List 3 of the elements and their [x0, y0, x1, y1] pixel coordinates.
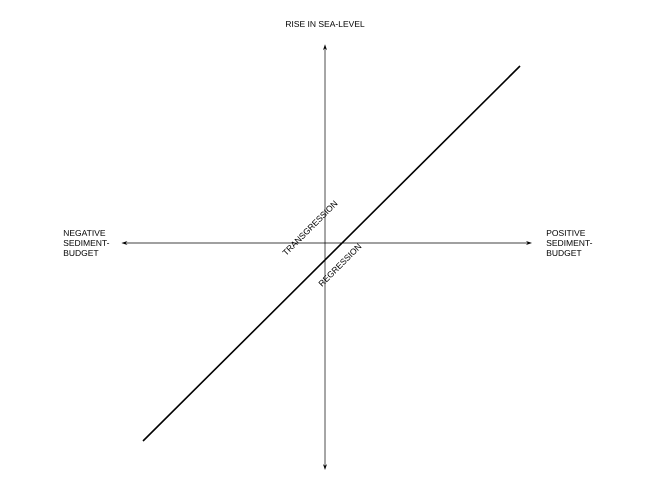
axis-label: POSITIVE SEDIMENT-BUDGET [546, 230, 592, 256]
axis-label: NEGATIVE SEDIMENT-BUDGET [64, 230, 110, 256]
axis-label: RISE IN SEA-LEVEL [286, 21, 364, 27]
